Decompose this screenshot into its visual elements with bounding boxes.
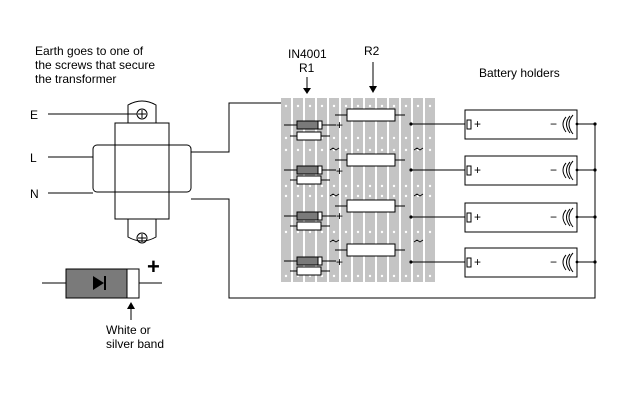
wiring: [130, 62, 596, 320]
board-plus-sign: +: [336, 255, 344, 269]
holder-minus-sign: −: [550, 163, 558, 177]
holder-minus-sign: −: [550, 117, 558, 131]
board-plus-sign: +: [336, 209, 344, 223]
holder-minus-sign: −: [550, 255, 558, 269]
holder-minus-sign: −: [550, 210, 558, 224]
holder-plus-sign: +: [474, 117, 482, 131]
wiring-dots: [127, 86, 597, 309]
board-plus-sign: +: [336, 164, 344, 178]
diode-part-label: IN4001: [288, 47, 327, 61]
diode-plus-sign: +: [147, 254, 160, 279]
transformer: [92, 100, 192, 244]
r2-label: R2: [364, 44, 380, 58]
board-diodes: [284, 120, 336, 266]
r1-label: R1: [299, 61, 315, 75]
earth-note: Earth goes to one of the screws that sec…: [35, 44, 155, 86]
band-note-line-2: silver band: [106, 337, 165, 351]
terminal-l-label: L: [30, 151, 37, 165]
r1-resistors: [290, 131, 330, 276]
diode-illustration: [42, 268, 162, 299]
band-note-line-1: White or: [106, 323, 151, 337]
stripboard: [281, 98, 435, 282]
r2-resistors: [335, 108, 405, 257]
board-plus-sign: +: [336, 118, 344, 132]
earth-note-line-3: the transformer: [35, 72, 117, 86]
terminal-n-label: N: [30, 187, 39, 201]
holder-plus-sign: +: [474, 210, 482, 224]
battery-holders-title: Battery holders: [479, 66, 560, 80]
holder-plus-sign: +: [474, 163, 482, 177]
terminal-e-label: E: [30, 108, 39, 122]
earth-note-line-1: Earth goes to one of: [35, 44, 144, 58]
holder-plus-sign: +: [474, 255, 482, 269]
earth-note-line-2: the screws that secure: [35, 58, 156, 72]
mains-wires: [48, 113, 137, 194]
battery-holders: [464, 109, 578, 278]
band-note: White or silver band: [106, 323, 164, 351]
